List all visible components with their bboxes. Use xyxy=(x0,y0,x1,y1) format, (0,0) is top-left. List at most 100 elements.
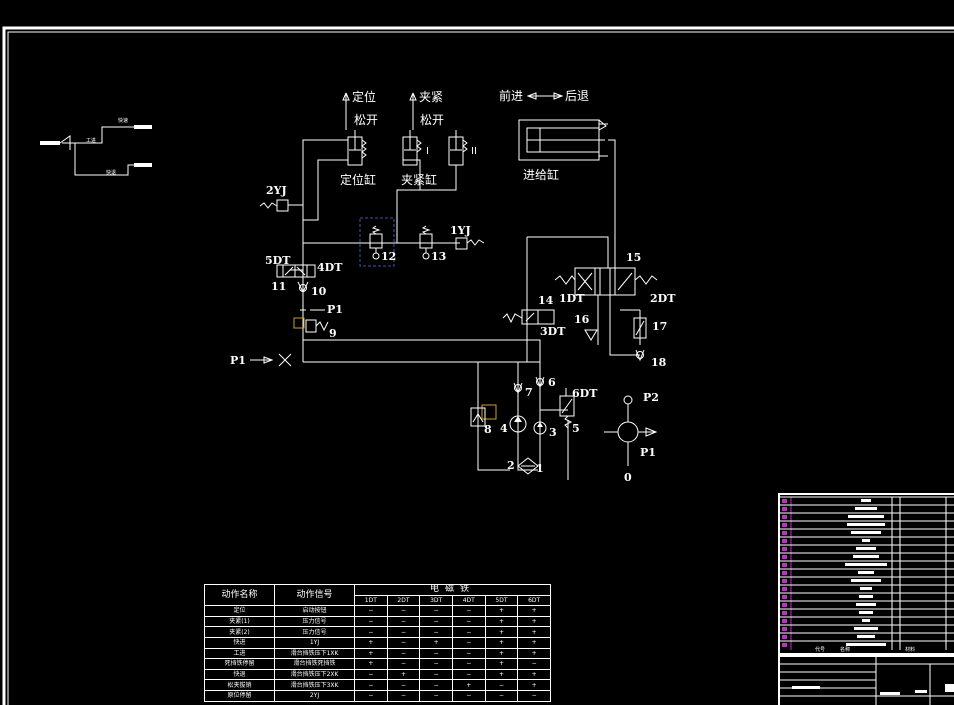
action-name-cell: 快进 xyxy=(204,636,275,649)
solenoid-state-cell: + xyxy=(517,626,551,638)
table-row: 定位启动按钮−−−−++ xyxy=(204,605,551,617)
label-clamp-i: I xyxy=(426,146,429,157)
legend-top-label: 快速 xyxy=(118,117,128,124)
col-action-signal: 动作信号 xyxy=(274,583,355,607)
label-locate: 定位 xyxy=(352,89,376,104)
label-7: 7 xyxy=(525,386,533,399)
label-8: 8 xyxy=(484,423,492,436)
solenoid-state-cell: + xyxy=(484,605,519,617)
solenoid-state-cell: − xyxy=(451,668,486,681)
parts-row-text xyxy=(851,579,881,582)
parts-row-text xyxy=(859,595,873,598)
clamp-cylinder-1: I 夹紧缸 xyxy=(401,130,437,187)
label-clamp: 夹紧 xyxy=(419,90,443,104)
parts-row-marker xyxy=(782,547,787,551)
parts-row-text xyxy=(862,619,870,622)
solenoid-state-cell: + xyxy=(517,615,551,628)
label-5: 5 xyxy=(572,422,580,435)
solenoid-state-cell: + xyxy=(484,636,519,649)
solenoid-state-cell: − xyxy=(354,679,388,691)
solenoid-state-cell: + xyxy=(517,605,551,617)
parts-row-marker xyxy=(782,611,787,615)
solenoid-state-cell: + xyxy=(354,636,388,649)
solenoid-state-cell: − xyxy=(386,636,421,649)
parts-row-marker xyxy=(782,563,787,567)
parts-row-text xyxy=(846,643,886,646)
top-labels: 定位 松开 夹紧 松开 前进 后退 xyxy=(342,88,589,130)
action-name-cell: 快退 xyxy=(204,668,275,681)
solenoid-valve-14: 14 3DT xyxy=(502,294,566,338)
label-10: 10 xyxy=(311,285,327,298)
solenoid-state-cell: − xyxy=(517,658,551,670)
throttle-valve-17: 17 xyxy=(633,317,667,339)
label-forward: 前进 xyxy=(499,88,523,103)
col-solenoid-5dt: 5DT xyxy=(484,594,519,607)
solenoid-state-cell: − xyxy=(354,689,388,702)
solenoid-state-cell: − xyxy=(419,615,453,628)
check-valve-6: 6 xyxy=(535,376,556,389)
parts-row-text xyxy=(862,539,870,542)
parts-row-marker xyxy=(782,643,787,647)
directional-valve-15: 15 1DT 2DT xyxy=(554,251,676,305)
action-name-cell: 工进 xyxy=(204,647,275,660)
parts-list: 代号 名称 材料 xyxy=(778,493,954,655)
label-5dt: 5DT xyxy=(265,254,291,267)
parts-row-marker xyxy=(782,579,787,583)
parts-row-marker xyxy=(782,587,787,591)
action-signal-cell: 压力信号 xyxy=(274,615,355,628)
label-3dt: 3DT xyxy=(540,325,566,338)
solenoid-state-cell: − xyxy=(419,647,453,660)
action-signal-cell: 滑台挡铁压下2XK xyxy=(274,668,355,681)
label-locate-cylinder: 定位缸 xyxy=(340,172,376,187)
label-4dt: 4DT xyxy=(317,261,343,274)
solenoid-state-cell: − xyxy=(451,605,486,617)
col-solenoid-6dt: 6DT xyxy=(517,594,551,607)
parts-row-text xyxy=(853,555,879,558)
solenoid-state-cell: + xyxy=(517,679,551,691)
label-backward: 后退 xyxy=(565,89,589,103)
parts-row-marker xyxy=(782,619,787,623)
label-feed-cylinder: 进给缸 xyxy=(523,167,559,182)
solenoid-state-cell: + xyxy=(484,626,519,638)
col-solenoid-1dt: 1DT xyxy=(354,594,388,607)
solenoid-state-cell: + xyxy=(354,658,388,670)
label-zero: 0 xyxy=(624,471,632,484)
parts-row-text xyxy=(856,603,876,606)
solenoid-state-cell: − xyxy=(386,615,421,628)
solenoid-state-cell: − xyxy=(451,615,486,628)
solenoid-state-cell: − xyxy=(517,689,551,702)
solenoid-state-cell: − xyxy=(386,689,421,702)
parts-row-marker xyxy=(782,523,787,527)
solenoid-state-cell: + xyxy=(517,647,551,660)
parts-row-marker xyxy=(782,571,787,575)
label-13: 13 xyxy=(431,250,446,263)
action-signal-cell: 1YJ xyxy=(274,636,355,649)
solenoid-state-cell: − xyxy=(484,689,519,702)
label-clamp-cylinder: 夹紧缸 xyxy=(401,172,437,187)
col-solenoid-4dt: 4DT xyxy=(451,594,486,607)
table-row: 夹紧(2)压力信号−−−−++ xyxy=(204,626,551,638)
solenoid-state-cell: + xyxy=(517,668,551,681)
label-17: 17 xyxy=(652,320,667,333)
motor-p1: P2 P1 0 xyxy=(604,391,659,484)
solenoid-state-cell: + xyxy=(484,658,519,670)
solenoid-state-cell: + xyxy=(484,647,519,660)
label-6dt: 6DT xyxy=(572,387,598,400)
parts-row-marker xyxy=(782,635,787,639)
feed-cylinder: 进给缸 xyxy=(518,119,608,182)
action-name-cell: 定位 xyxy=(204,605,275,617)
action-name-cell: 夹紧(2) xyxy=(204,626,275,638)
parts-header-name: 名称 xyxy=(840,646,850,653)
label-2: 2 xyxy=(507,459,515,472)
parts-row-text xyxy=(856,547,876,550)
solenoid-state-cell: + xyxy=(354,647,388,660)
solenoid-state-cell: − xyxy=(354,605,388,617)
parts-row-text xyxy=(854,627,878,630)
parts-row-text xyxy=(851,531,881,534)
legend-mid-label: 工进 xyxy=(86,137,96,144)
inlet-p1: P1 xyxy=(230,353,292,367)
solenoid-state-cell: − xyxy=(354,668,388,681)
solenoid-valve-6dt: 6DT 5 xyxy=(559,387,598,435)
solenoid-state-cell: − xyxy=(419,605,453,617)
